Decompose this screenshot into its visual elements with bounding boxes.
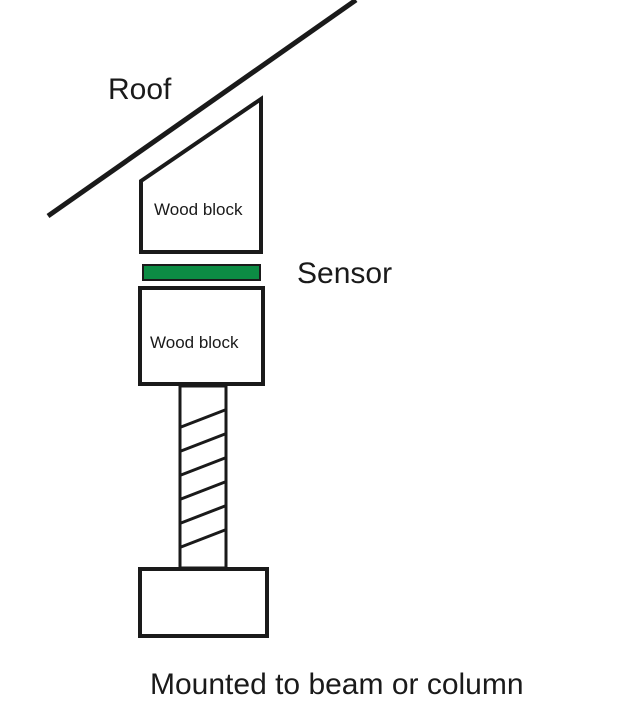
thread-line: [180, 456, 226, 477]
thread-line: [180, 504, 226, 525]
rod-thread-lines: [180, 408, 226, 549]
lower-wood-block-label: Wood block: [150, 333, 239, 352]
roof-label: Roof: [108, 73, 172, 106]
roof-line: [46, 0, 358, 219]
thread-line: [180, 528, 226, 549]
lower-wood-block: [138, 286, 265, 386]
sensor-plate: [142, 264, 261, 281]
thread-line: [180, 432, 226, 453]
base-block: [138, 567, 269, 638]
sensor-label: Sensor: [297, 257, 392, 290]
thread-line: [180, 408, 226, 429]
upper-wood-block: [139, 95, 263, 254]
thread-line: [180, 480, 226, 501]
upper-wood-block-label: Wood block: [154, 200, 243, 219]
mount-caption: Mounted to beam or column: [150, 668, 524, 701]
